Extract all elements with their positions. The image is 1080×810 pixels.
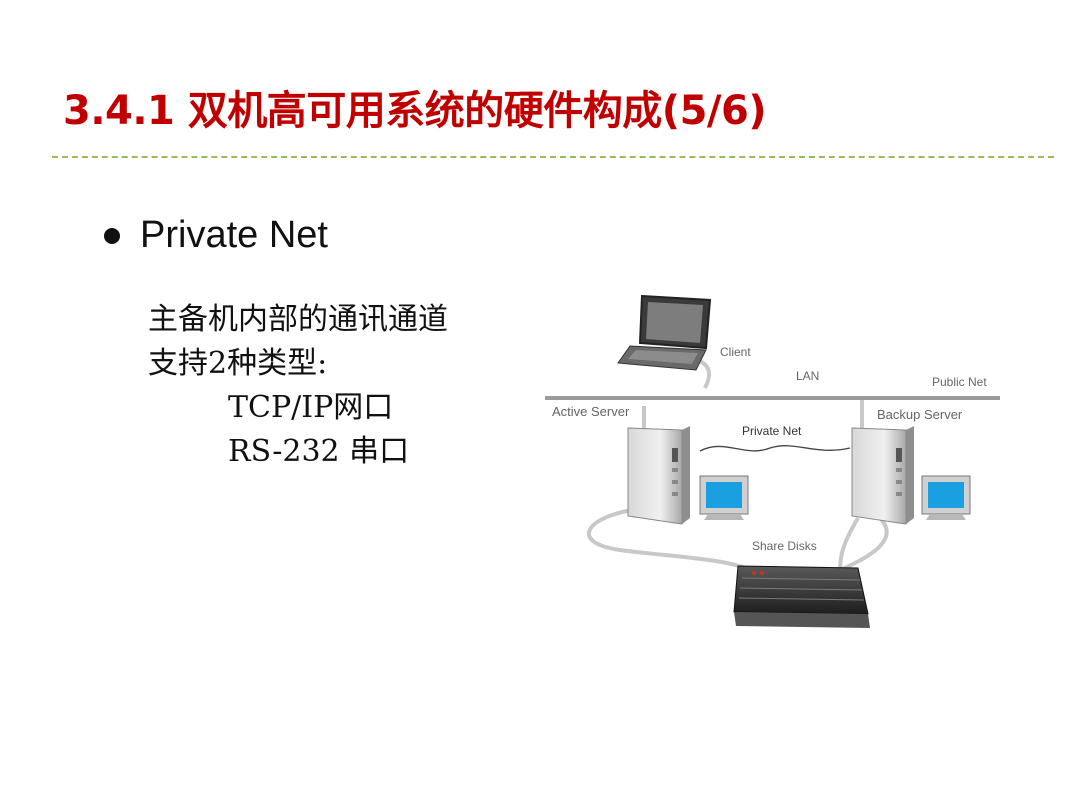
backup-server-label: Backup Server: [877, 407, 963, 422]
backup-monitor-icon: [921, 475, 971, 520]
public-net-label: Public Net: [932, 375, 987, 389]
active-server-label: Active Server: [552, 404, 630, 419]
bullet-text: Private Net: [140, 214, 328, 256]
bullet-dot-icon: [104, 227, 120, 244]
body-line-2: 支持2种类型:: [148, 346, 328, 381]
backup-server-icon: [851, 426, 914, 525]
lan-label: LAN: [796, 369, 819, 383]
title-divider: [52, 156, 1054, 158]
bullet-item: Private Net: [104, 214, 328, 257]
body-text: 主备机内部的通讯通道 支持2种类型: TCP/IP网口 RS-232 串口: [148, 298, 448, 474]
active-disk-cable: [586, 508, 767, 580]
body-line-4: RS-232 串口: [228, 434, 410, 469]
client-laptop-icon: [617, 294, 712, 371]
active-server-icon: [627, 426, 690, 525]
active-monitor-icon: [699, 475, 749, 520]
body-line-1: 主备机内部的通讯通道: [148, 302, 448, 337]
slide-title: 3.4.1 双机高可用系统的硬件构成(5/6): [63, 88, 767, 134]
share-disks-icon: [733, 565, 870, 628]
body-line-3: TCP/IP网口: [228, 390, 394, 425]
private-net-label: Private Net: [742, 424, 802, 438]
share-disks-label: Share Disks: [752, 539, 817, 553]
private-net-link: [699, 445, 851, 452]
network-diagram: Client LAN Public Net Active Server Back…: [545, 294, 1000, 628]
client-label: Client: [720, 345, 751, 359]
